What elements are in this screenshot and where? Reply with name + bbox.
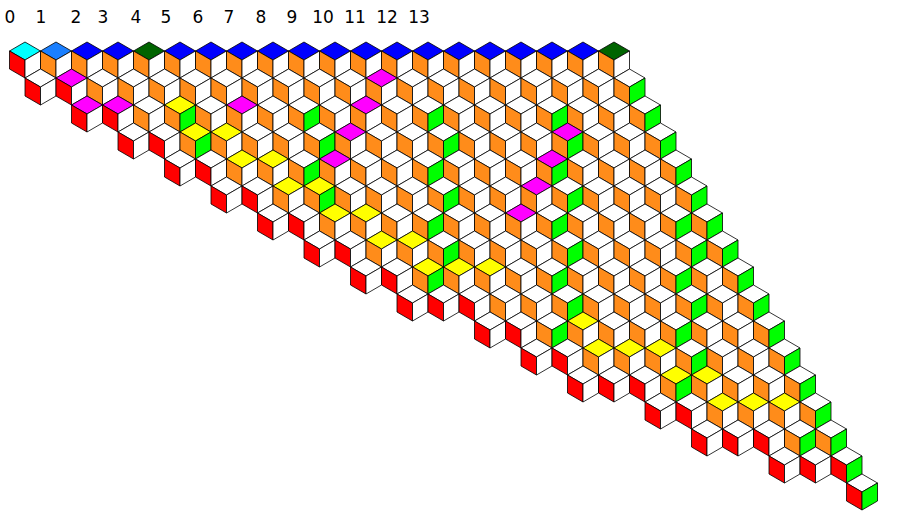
- lozenge: [444, 294, 460, 321]
- lozenge: [103, 105, 119, 132]
- lozenge: [211, 186, 227, 213]
- lozenge: [289, 213, 305, 240]
- lozenge: [816, 456, 832, 483]
- column-number: 4: [131, 9, 142, 26]
- lozenge: [754, 429, 770, 456]
- lozenge: [661, 402, 677, 429]
- lozenge: [692, 429, 708, 456]
- lozenge: [428, 294, 444, 321]
- lozenge: [196, 159, 212, 186]
- lozenge: [862, 483, 878, 510]
- lozenge: [87, 105, 103, 132]
- column-number: 2: [71, 9, 82, 26]
- lozenge: [769, 456, 785, 483]
- column-number: 7: [224, 9, 235, 26]
- lozenge: [72, 105, 88, 132]
- lozenge: [800, 456, 816, 483]
- column-number: 6: [193, 9, 204, 26]
- lozenge: [723, 429, 739, 456]
- lozenge: [413, 294, 429, 321]
- lozenge: [506, 321, 522, 348]
- lozenge: [583, 375, 599, 402]
- lozenge: [382, 267, 398, 294]
- lozenge: [707, 429, 723, 456]
- lozenge: [165, 159, 181, 186]
- column-number: 13: [408, 9, 430, 26]
- lozenge: [149, 132, 165, 159]
- lozenge: [568, 375, 584, 402]
- lozenge: [521, 348, 537, 375]
- lozenge: [831, 456, 847, 483]
- lozenge: [304, 240, 320, 267]
- column-number: 9: [287, 9, 298, 26]
- column-number: 1: [36, 9, 47, 26]
- lozenge: [645, 402, 661, 429]
- column-number: 8: [256, 9, 267, 26]
- column-number: 5: [161, 9, 172, 26]
- lozenge: [475, 321, 491, 348]
- column-number: 11: [344, 9, 366, 26]
- lozenge: [614, 375, 630, 402]
- lozenge: [738, 429, 754, 456]
- lozenge: [320, 240, 336, 267]
- lozenge: [397, 294, 413, 321]
- lozenge: [599, 375, 615, 402]
- lozenge: [180, 159, 196, 186]
- lozenge: [552, 348, 568, 375]
- lozenge: [273, 213, 289, 240]
- lozenge: [242, 186, 258, 213]
- column-number: 3: [98, 9, 109, 26]
- lozenge: [537, 348, 553, 375]
- lozenge: [366, 267, 382, 294]
- lozenge: [335, 240, 351, 267]
- lozenge: [490, 321, 506, 348]
- lozenge: [459, 294, 475, 321]
- lozenge: [10, 51, 26, 78]
- lozenge: [41, 78, 57, 105]
- lozenge: [25, 78, 41, 105]
- lozenge: [258, 213, 274, 240]
- lozenge: [118, 132, 134, 159]
- lozenge: [56, 78, 72, 105]
- column-number: 0: [5, 9, 16, 26]
- lozenge: [351, 267, 367, 294]
- column-number: 10: [312, 9, 334, 26]
- lozenge: [134, 132, 150, 159]
- lozenge: [676, 402, 692, 429]
- lozenge: [847, 483, 863, 510]
- lozenge: [630, 375, 646, 402]
- lozenge: [785, 456, 801, 483]
- column-number: 12: [376, 9, 398, 26]
- lozenge: [227, 186, 243, 213]
